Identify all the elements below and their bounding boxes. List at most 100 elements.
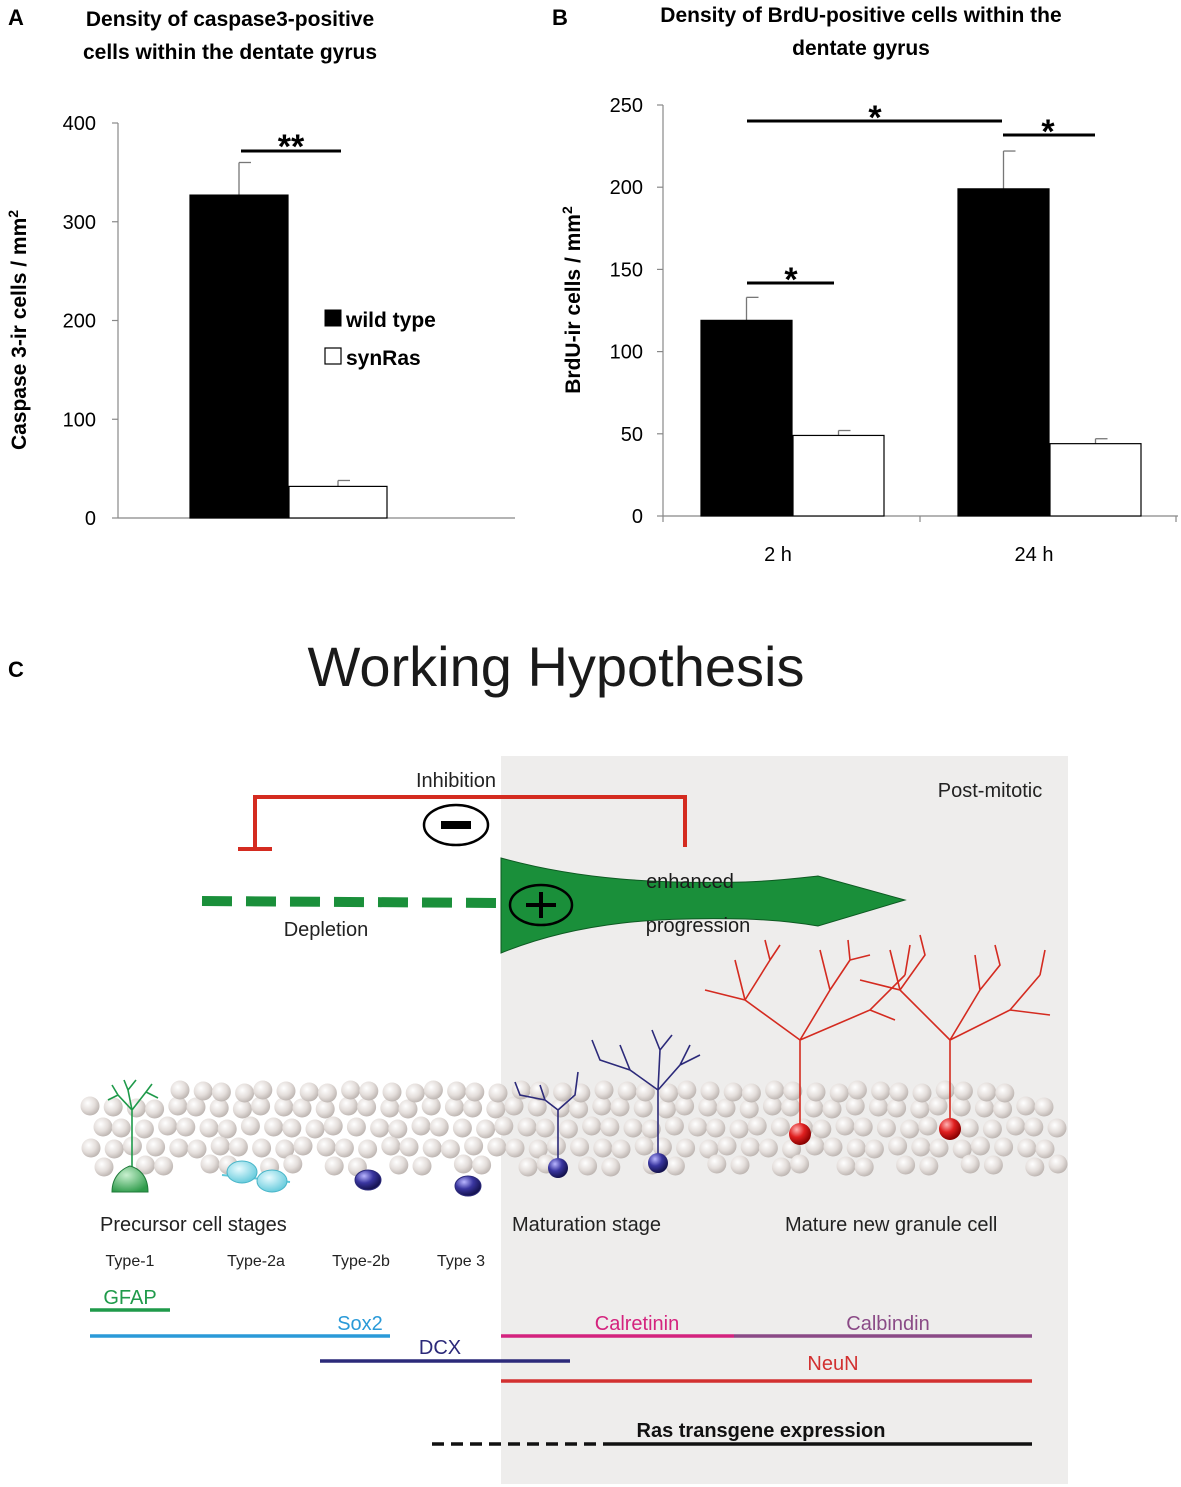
- chart-b-category-label: 24 h: [1015, 544, 1054, 566]
- calbindin-label: Calbindin: [846, 1313, 929, 1335]
- granule-bead: [528, 1139, 548, 1159]
- chart-b-sig-24h-label: *: [1041, 113, 1055, 151]
- granule-bead: [440, 1139, 460, 1159]
- granule-bead: [504, 1096, 524, 1116]
- mature-neuron-soma-1: [789, 1123, 811, 1145]
- granule-bead: [868, 1097, 888, 1117]
- granule-bead: [94, 1157, 114, 1177]
- granule-bead: [960, 1154, 980, 1174]
- chart-b-sig-2h-label: *: [784, 261, 798, 299]
- granule-bead: [317, 1083, 337, 1103]
- granule-bead: [888, 1136, 908, 1156]
- granule-bead: [804, 1098, 824, 1118]
- granule-bead: [634, 1136, 654, 1156]
- calretinin-label: Calretinin: [595, 1313, 679, 1335]
- granule-bead: [716, 1098, 736, 1118]
- type-2b-label: Type-2b: [332, 1253, 390, 1270]
- granule-bead: [186, 1097, 206, 1117]
- granule-bead: [465, 1082, 485, 1102]
- granule-bead: [790, 1154, 810, 1174]
- legend-synras-label: synRas: [346, 347, 421, 370]
- minus-icon: [422, 803, 490, 847]
- granule-bead: [145, 1099, 165, 1119]
- granule-bead: [918, 1116, 938, 1136]
- chart-a-bar-1: [288, 485, 388, 519]
- panel-b-title-line1: Density of BrdU-positive cells within th…: [660, 4, 1061, 27]
- granule-bead: [823, 1137, 843, 1157]
- granule-bead: [199, 1118, 219, 1138]
- chart-b-ytick-label: 50: [621, 424, 643, 446]
- granule-bead: [252, 1138, 272, 1158]
- granule-bead: [316, 1137, 336, 1157]
- chart-a-ytick-label: 200: [63, 311, 96, 333]
- granule-bead: [983, 1155, 1003, 1175]
- chart-b-bar-s1-c0: [792, 434, 885, 517]
- granule-bead: [578, 1156, 598, 1176]
- granule-bead: [517, 1117, 537, 1137]
- granule-bead: [399, 1137, 419, 1157]
- chart-b-ytick-label: 250: [610, 95, 643, 117]
- chart-b-ytick-label: 100: [610, 342, 643, 364]
- chart-b-bars: [700, 150, 1142, 517]
- granule-bead: [951, 1097, 971, 1117]
- granule-bead: [995, 1083, 1015, 1103]
- granule-bead: [847, 1080, 867, 1100]
- depletion-dashed-line: [201, 896, 506, 908]
- granule-bead: [889, 1082, 909, 1102]
- granule-bead: [154, 1156, 174, 1176]
- granule-bead: [210, 1136, 230, 1156]
- granule-bead: [93, 1117, 113, 1137]
- granule-bead: [959, 1118, 979, 1138]
- granule-bead: [283, 1154, 303, 1174]
- granule-bead: [611, 1139, 631, 1159]
- legend-synras-swatch: [324, 347, 342, 365]
- granule-bead: [488, 1083, 508, 1103]
- granule-bead: [104, 1139, 124, 1159]
- type-3-label: Type 3: [437, 1253, 485, 1270]
- granule-bead: [928, 1096, 948, 1116]
- granule-bead: [487, 1137, 507, 1157]
- granule-bead: [740, 1137, 760, 1157]
- chart-a-ytick-label: 300: [63, 212, 96, 234]
- granule-bead: [912, 1083, 932, 1103]
- granule-bead: [476, 1119, 496, 1139]
- mature-neuron-soma-2: [939, 1118, 961, 1140]
- granule-bead: [1034, 1097, 1054, 1117]
- legend-wild-type-swatch: [324, 309, 342, 327]
- granule-bead: [275, 1139, 295, 1159]
- granule-bead: [422, 1138, 442, 1158]
- granule-bead: [952, 1139, 972, 1159]
- granule-bead: [974, 1098, 994, 1118]
- inhibition-label: Inhibition: [416, 770, 496, 792]
- type-2a-label: Type-2a: [227, 1253, 285, 1270]
- chart-a-significance-label: **: [278, 128, 305, 166]
- granule-bead: [1035, 1139, 1055, 1159]
- granule-bead: [806, 1082, 826, 1102]
- granule-bead: [1047, 1118, 1067, 1138]
- granule-bead: [505, 1138, 525, 1158]
- stage-maturation-label: Maturation stage: [512, 1214, 661, 1236]
- granule-bead: [729, 1119, 749, 1139]
- granule-bead: [389, 1155, 409, 1175]
- chart-a-ylabel: Caspase 3-ir cells / mm2: [5, 210, 31, 450]
- granule-bead: [676, 1138, 696, 1158]
- chart-b-bar-s1-c1: [1049, 443, 1142, 517]
- granule-bead: [264, 1117, 284, 1137]
- chart-b-ytick-label: 200: [610, 177, 643, 199]
- granule-bead: [381, 1136, 401, 1156]
- granule-bead: [911, 1137, 931, 1157]
- granule-bead: [977, 1082, 997, 1102]
- granule-bead: [594, 1080, 614, 1100]
- granule-bead: [146, 1137, 166, 1157]
- granule-bead: [323, 1116, 343, 1136]
- depletion-label: Depletion: [284, 919, 369, 941]
- granule-bead: [846, 1138, 866, 1158]
- granule-bead: [527, 1097, 547, 1117]
- chart-b-bar-s0-c0: [700, 319, 793, 517]
- granule-bead: [887, 1098, 907, 1118]
- granule-bead: [836, 1156, 856, 1176]
- granule-bead: [405, 1083, 425, 1103]
- plus-icon: [508, 883, 574, 927]
- granule-bead: [463, 1098, 483, 1118]
- granule-bead: [635, 1082, 655, 1102]
